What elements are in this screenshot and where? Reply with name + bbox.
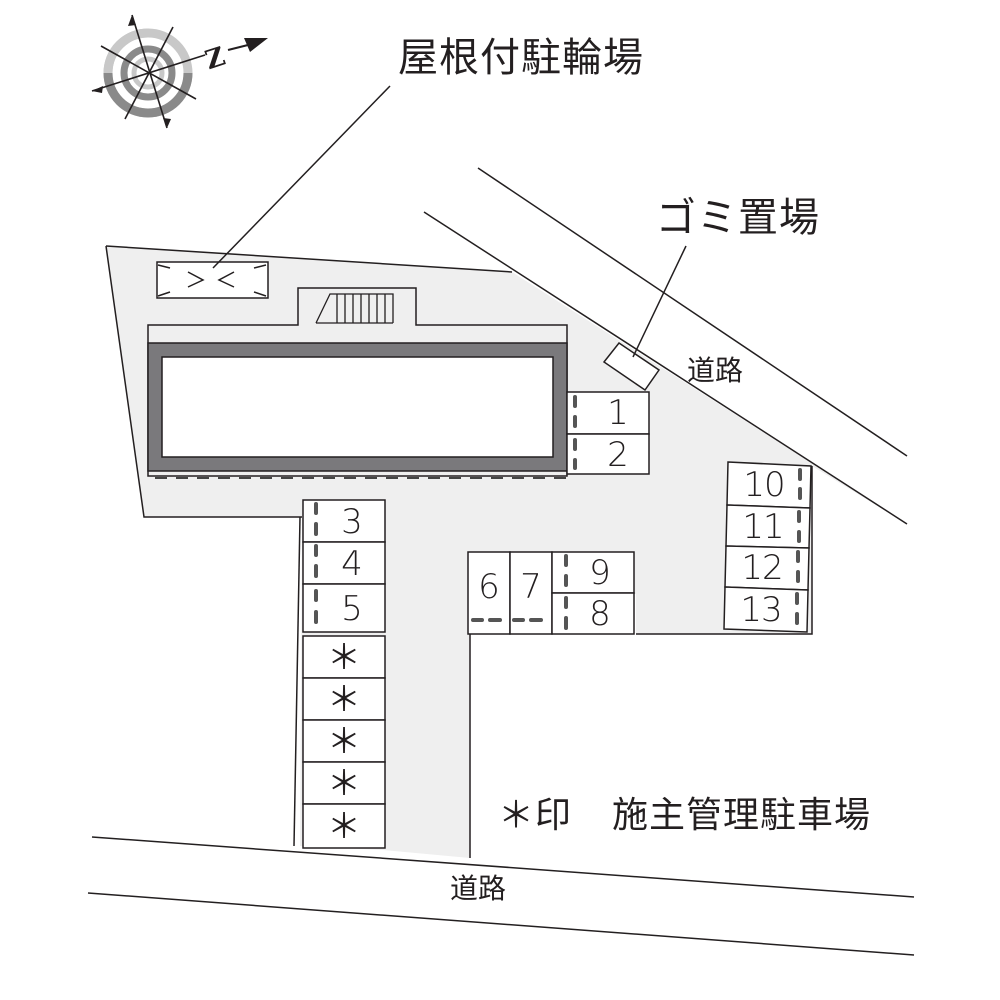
owner-managed-spot: ＊ — [327, 807, 361, 847]
garbage-leader — [632, 245, 687, 358]
road-edge-south-outer — [87, 892, 915, 956]
owner-managed-spots — [302, 635, 386, 849]
road-south-label: 道路 — [450, 872, 507, 905]
lot-boundary — [293, 516, 301, 847]
road-edge-south-inner — [91, 836, 915, 898]
north-arrow-icon: Z — [202, 38, 268, 76]
parking-spot-12: 12 — [741, 548, 783, 588]
bicycle-parking-label: 屋根付駐輪場 — [398, 35, 644, 81]
parking-spot-9: 9 — [589, 553, 611, 593]
legend-label: ＊印施主管理駐車場 — [498, 798, 871, 834]
garbage-area-label: ゴミ置場 — [656, 195, 820, 241]
svg-text:Z: Z — [202, 42, 229, 76]
legend-symbol-suffix: 印 — [535, 795, 573, 836]
parking-spot-2: 2 — [607, 435, 629, 475]
wheel-stops-10-13 — [795, 468, 802, 625]
building-interior — [161, 356, 554, 458]
parking-spot-10: 10 — [743, 465, 785, 505]
parking-spot-8: 8 — [589, 594, 611, 634]
parking-spot-3: 3 — [341, 502, 363, 542]
owner-managed-spot: ＊ — [327, 764, 361, 804]
road-edge-northeast-outer — [477, 167, 908, 457]
road-northeast-label: 道路 — [687, 354, 744, 387]
parking-spot-13: 13 — [740, 590, 782, 630]
parking-spot-4: 4 — [341, 544, 363, 584]
owner-managed-spot: ＊ — [327, 638, 361, 678]
bicycle-parking-area — [156, 261, 269, 299]
parking-group-1-2 — [566, 391, 650, 475]
parking-group-10-13 — [723, 461, 812, 633]
parking-spot-7: 7 — [520, 567, 542, 607]
garbage-box — [602, 341, 661, 392]
parking-spot-1: 1 — [607, 393, 629, 433]
bicycle-parking-marks — [157, 264, 267, 297]
owner-managed-spot: ＊ — [327, 722, 361, 762]
owner-managed-spot: ＊ — [327, 680, 361, 720]
parking-spot-11: 11 — [742, 507, 784, 547]
compass-rose-icon — [91, 14, 206, 129]
legend-meaning: 施主管理駐車場 — [612, 795, 872, 836]
lot-boundary — [105, 245, 302, 518]
lot-boundary — [636, 466, 813, 635]
lot-boundary — [105, 245, 513, 273]
staircase-icon — [315, 293, 394, 324]
parking-spot-6: 6 — [478, 567, 500, 607]
legend-symbol: ＊ — [498, 795, 536, 836]
bicycle-parking-leader — [212, 85, 391, 269]
parking-spot-5: 5 — [341, 589, 363, 629]
road-edge-northeast-inner — [423, 211, 908, 525]
